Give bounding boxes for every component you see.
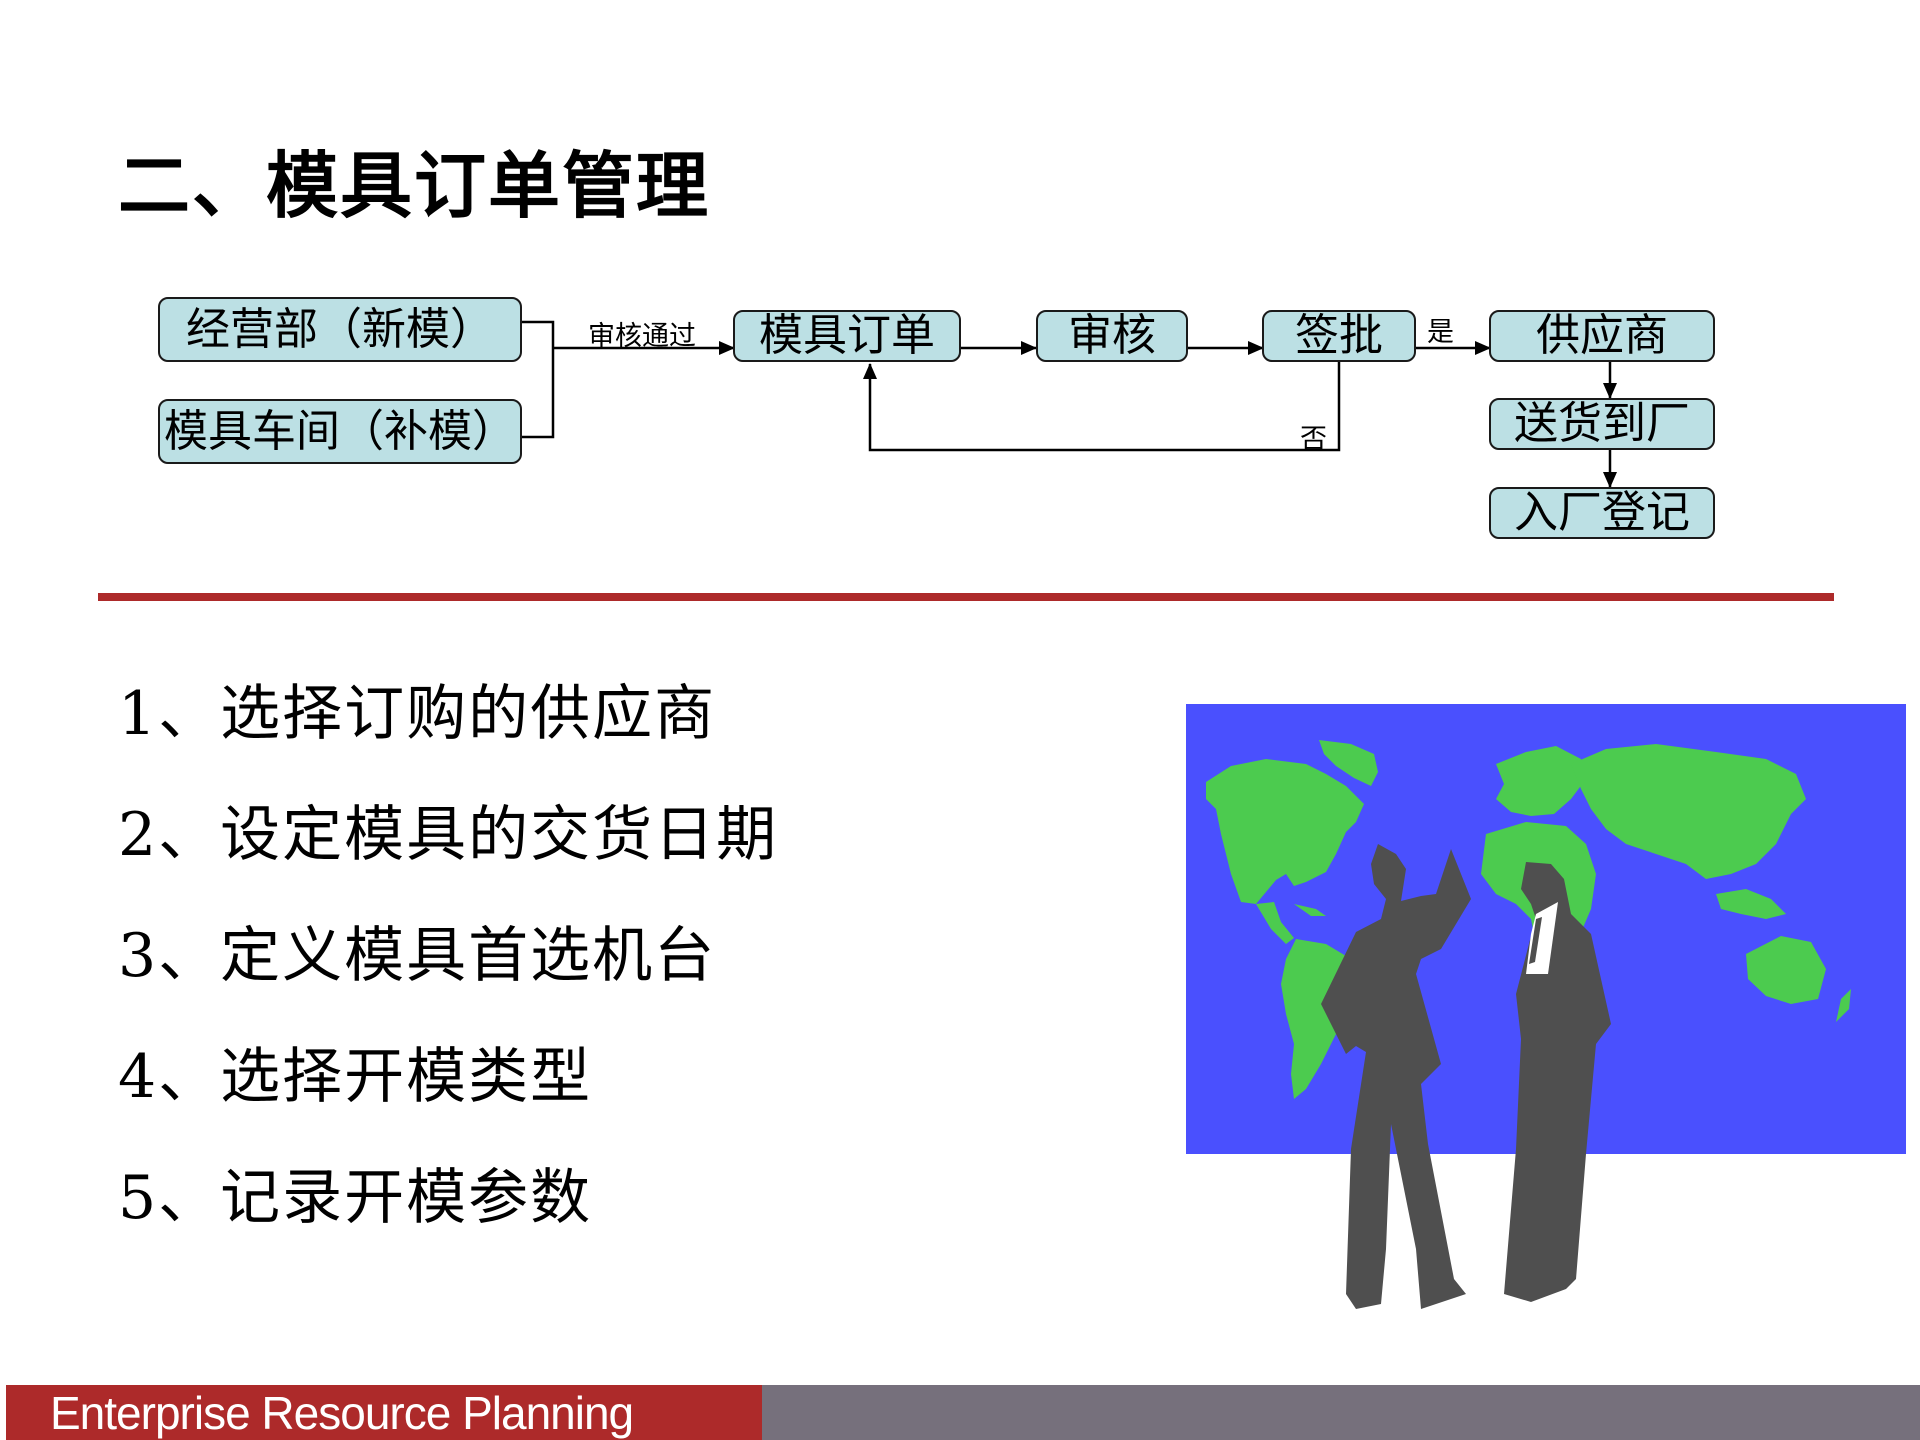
flow-node-label: 审核 [1068,310,1156,361]
flow-node-delivery: 送货到厂 [1489,398,1715,450]
flow-node-mold-order: 模具订单 [733,310,961,362]
footer-right-band [762,1385,1920,1440]
edge-label-no: 否 [1300,424,1327,455]
necktie [1529,917,1542,964]
flow-node-label: 送货到厂 [1514,398,1690,449]
flow-node-approval: 签批 [1262,310,1416,362]
flow-node-label: 供应商 [1536,310,1668,361]
flow-node-supplier: 供应商 [1489,310,1715,362]
step-item: 3、定义模具首选机台 [118,921,717,991]
step-item: 4、选择开模类型 [118,1042,593,1112]
flow-node-label: 模具车间（补模） [164,405,516,457]
flow-node-label: 经营部（新模） [186,303,494,355]
edge-label-review-passed: 审核通过 [588,321,696,352]
edge-label-yes: 是 [1427,317,1454,348]
step-item: 5、记录开模参数 [118,1163,593,1233]
flow-node-review: 审核 [1036,310,1188,362]
businessman-left-silhouette [1321,844,1471,1309]
slide-title: 二、模具订单管理 [118,144,711,228]
section-divider [98,593,1834,601]
world-map-businessmen-illustration [1186,704,1906,1309]
steps-list: 1、选择订购的供应商 2、设定模具的交货日期 3、定义模具首选机台 4、选择开模… [118,684,778,1289]
step-item: 1、选择订购的供应商 [118,679,717,749]
flow-node-registration: 入厂登记 [1489,487,1715,539]
flow-node-label: 模具订单 [759,310,935,361]
flow-node-sales-dept: 经营部（新模） [158,297,522,362]
step-item: 2、设定模具的交货日期 [118,800,779,870]
flow-node-label: 签批 [1295,310,1383,361]
footer-text: Enterprise Resource Planning [50,1387,634,1439]
flow-node-label: 入厂登记 [1514,487,1690,538]
continents [1206,740,1851,1099]
flow-node-mold-workshop: 模具车间（补模） [158,399,522,464]
footer-left-band [6,1385,762,1440]
